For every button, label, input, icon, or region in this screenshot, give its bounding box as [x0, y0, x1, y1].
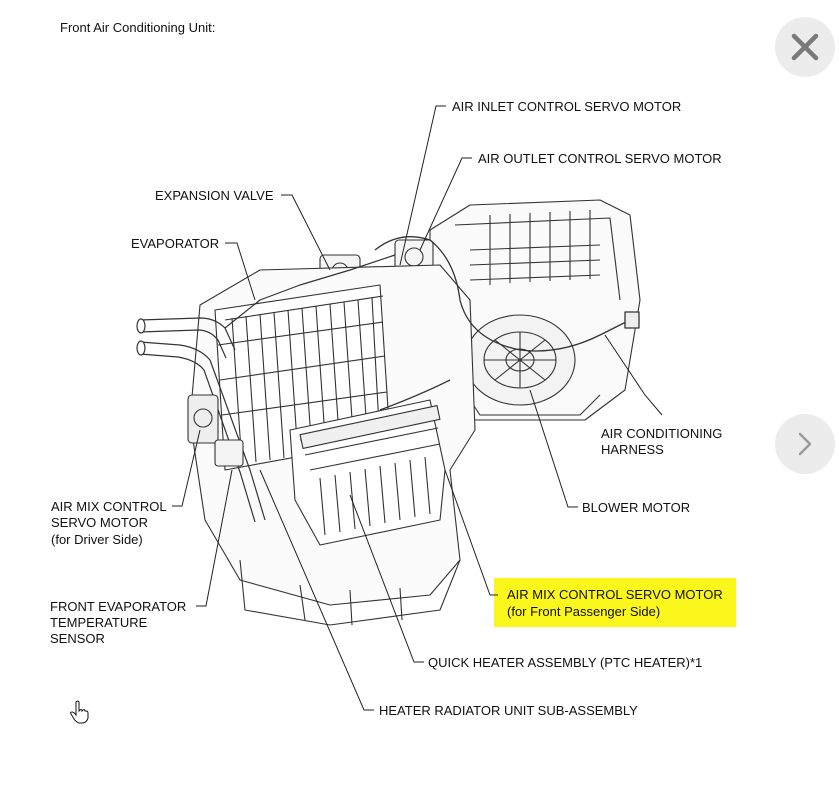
label-air-mix-passenger-line2: (for Front Passenger Side) — [507, 604, 661, 619]
label-air-inlet-control-servo-motor: AIR INLET CONTROL SERVO MOTOR — [452, 99, 682, 114]
label-expansion-valve: EXPANSION VALVE — [155, 188, 274, 203]
label-front-evaporator-line1: FRONT EVAPORATOR — [50, 599, 187, 614]
label-air-outlet-control-servo-motor: AIR OUTLET CONTROL SERVO MOTOR — [478, 151, 722, 166]
next-button[interactable] — [775, 414, 835, 474]
hand-pointer-icon — [70, 700, 89, 724]
label-heater-radiator-unit: HEATER RADIATOR UNIT SUB-ASSEMBLY — [379, 703, 638, 718]
label-air-mix-driver-line1: AIR MIX CONTROL — [51, 499, 167, 514]
chevron-right-icon — [798, 432, 812, 456]
label-front-evaporator-line3: SENSOR — [50, 631, 105, 646]
label-front-evaporator-line2: TEMPERATURE — [50, 615, 148, 630]
label-evaporator: EVAPORATOR — [131, 236, 220, 251]
air-mix-servo-driver — [187, 394, 244, 467]
refrigerant-pipes — [136, 254, 396, 523]
label-quick-heater-assembly: QUICK HEATER ASSEMBLY (PTC HEATER)*1 — [428, 655, 703, 670]
harness-wire — [374, 236, 640, 411]
label-air-mix-driver-line2: SERVO MOTOR — [51, 515, 149, 530]
label-air-mix-driver-line3: (for Driver Side) — [51, 532, 143, 547]
label-blower-motor: BLOWER MOTOR — [582, 500, 691, 515]
diagram-caption: Front Air Conditioning Unit: — [60, 20, 216, 35]
close-button[interactable] — [775, 17, 835, 77]
label-air-mix-passenger-line1: AIR MIX CONTROL SERVO MOTOR — [507, 587, 723, 602]
blower-case — [429, 199, 641, 421]
close-icon — [791, 33, 819, 61]
highlight-box — [494, 578, 736, 627]
label-air-conditioning-harness-line2: HARNESS — [601, 442, 664, 457]
label-air-conditioning-harness-line1: AIR CONDITIONING — [601, 426, 723, 441]
heater-radiator — [289, 399, 446, 546]
